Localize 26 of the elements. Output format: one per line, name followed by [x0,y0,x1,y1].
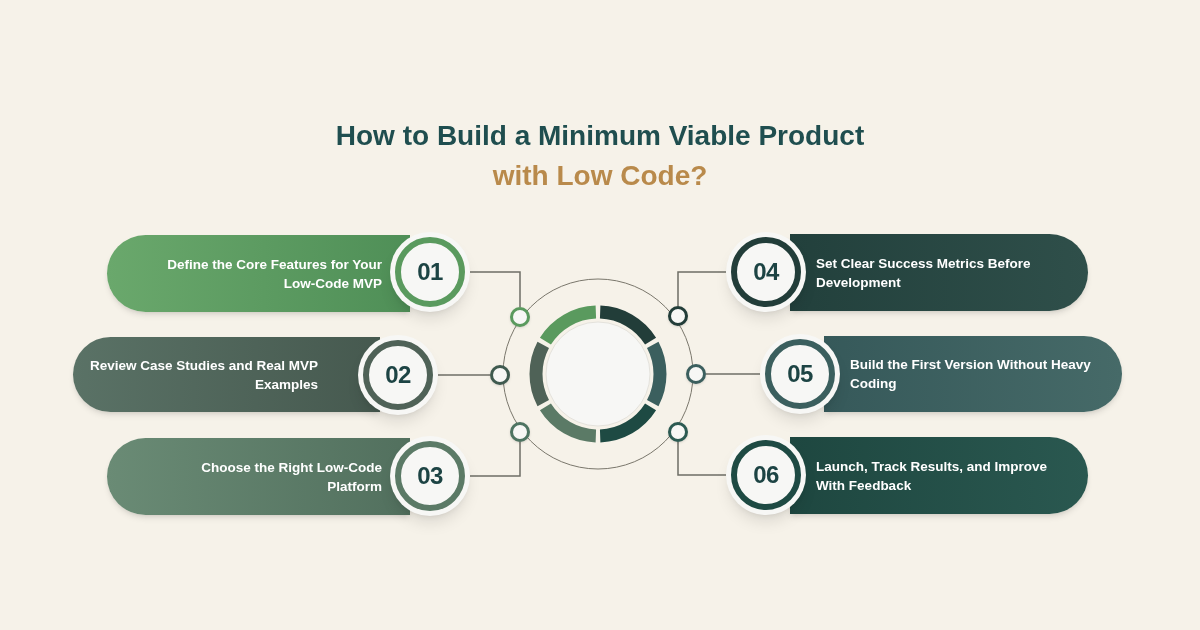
step-number: 05 [787,359,813,389]
step-pill [790,437,1088,514]
step-number: 03 [417,461,443,491]
step-pill [790,234,1088,311]
connector-line [705,373,761,375]
connector-line [677,271,727,307]
step-text: Choose the Right Low-Code Platform [200,458,382,496]
step-text: Launch, Track Results, and Improve With Feedback [816,457,1049,495]
step-number: 04 [753,257,779,287]
step-text: Build the First Version Without Heavy Coding [850,356,1092,393]
step-pill [73,337,380,412]
step-text: Define the Core Features for Your Low-Code MVP [166,255,382,293]
connector-line [469,441,521,477]
step-pill [107,438,410,515]
step-number: 02 [385,360,411,390]
connector-line [677,441,727,476]
step-pill [107,235,410,312]
subtitle: with Low Code? [492,159,708,193]
step-pill [824,336,1122,412]
title: How to Build a Minimum Viable Product [335,119,865,153]
step-text: Review Case Studies and Real MVP Examples [88,356,318,394]
connector-line [469,271,521,308]
step-text: Set Clear Success Metrics Before Development [816,254,1032,292]
step-number: 06 [753,460,779,490]
step-number: 01 [417,257,443,287]
connector-line [437,374,491,376]
